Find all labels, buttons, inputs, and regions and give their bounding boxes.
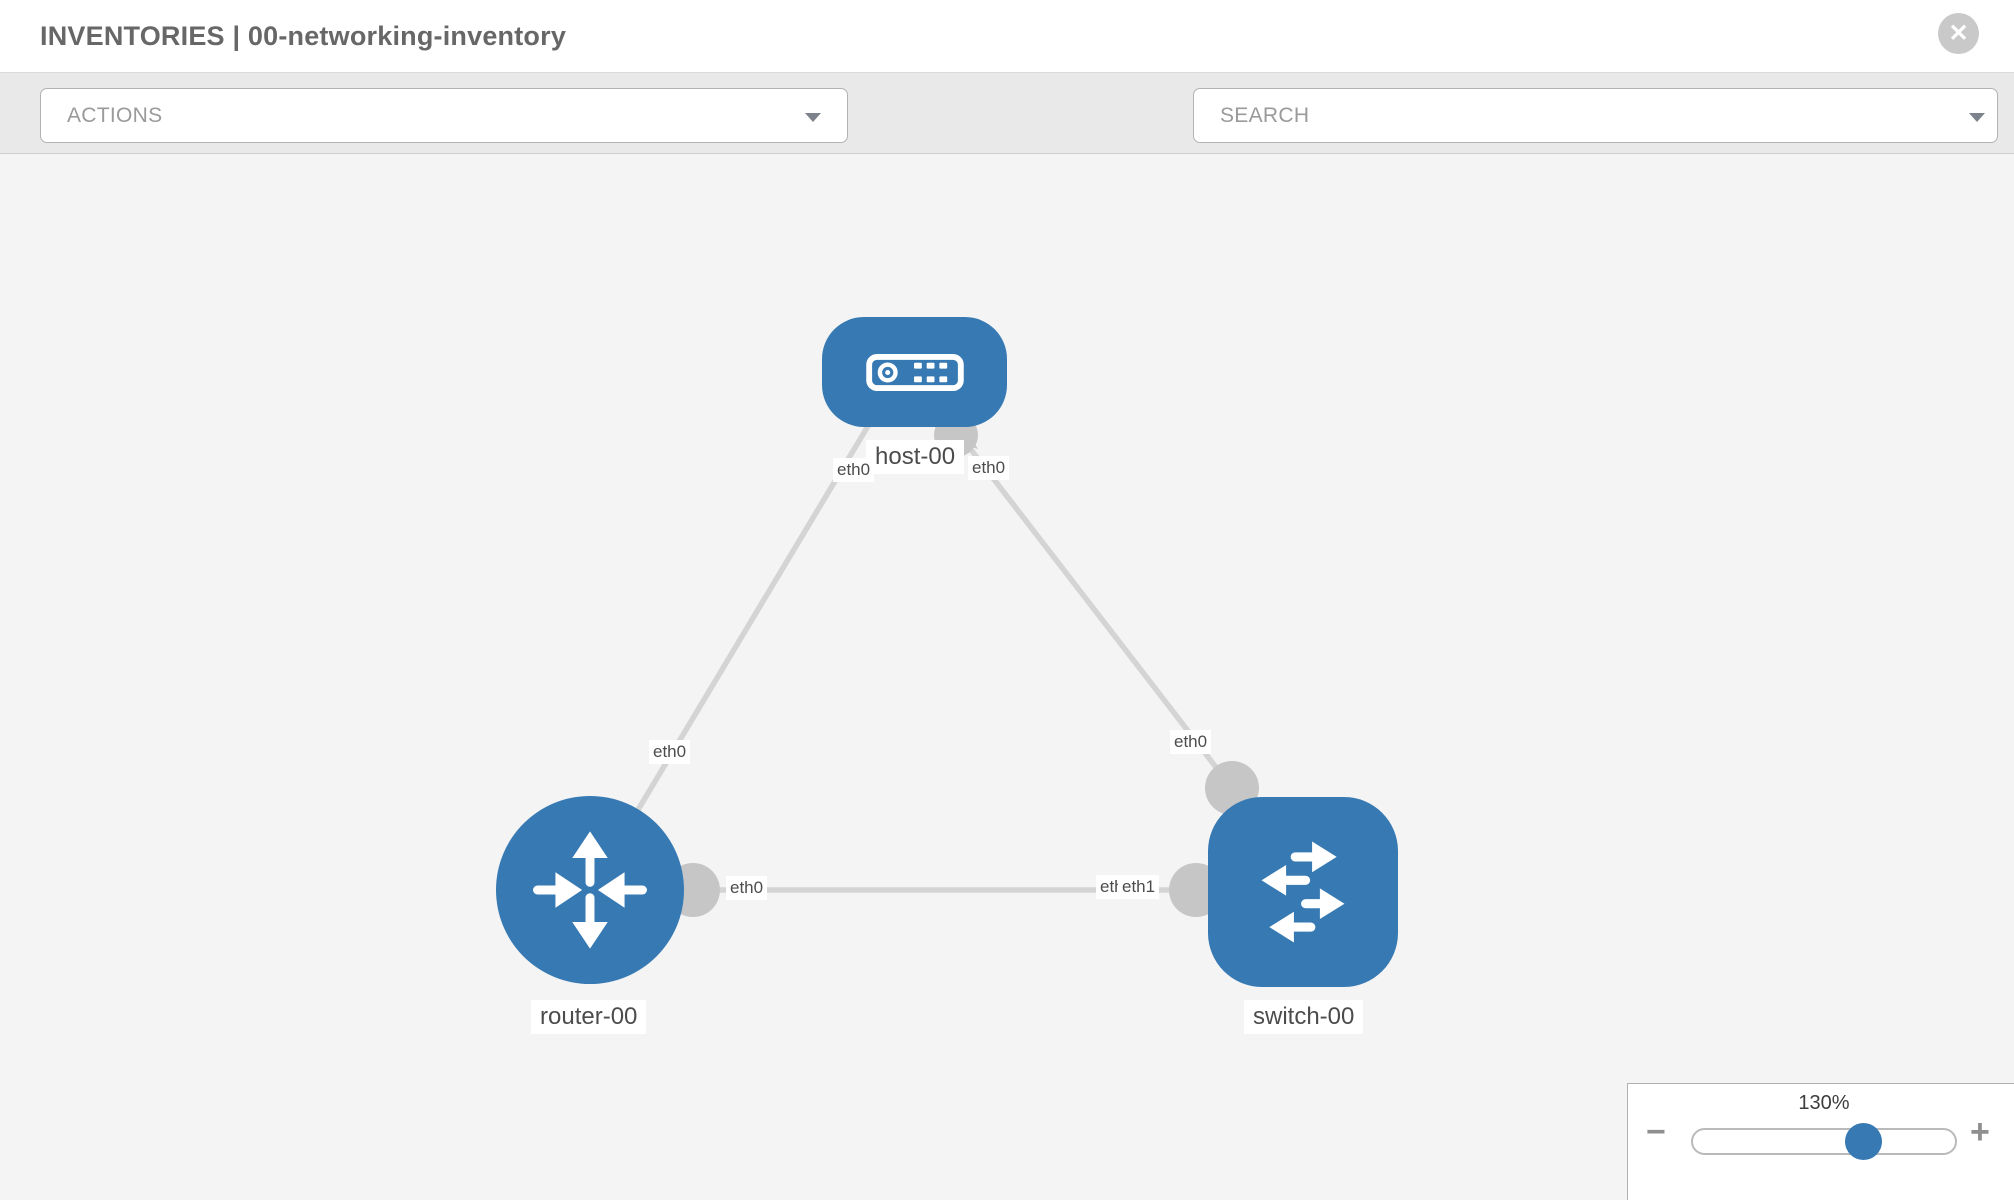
router-icon — [533, 831, 647, 949]
search-dropdown[interactable]: SEARCH — [1193, 88, 1998, 143]
host-icon — [866, 353, 964, 392]
switch-icon — [1261, 841, 1345, 943]
interface-label-switch-to-host: eth0 — [1170, 730, 1212, 754]
topology-canvas[interactable]: host-00 router-00 switch-00 eth0 eth0 et… — [0, 154, 2014, 1200]
interface-label-router-to-switch: eth0 — [726, 876, 768, 900]
zoom-level: 130% — [1798, 1092, 1850, 1114]
page-title: INVENTORIES | 00-networking-inventory — [40, 21, 567, 51]
close-glyph: ✕ — [1948, 20, 1969, 47]
node-switch-00[interactable] — [1208, 797, 1398, 987]
zoom-control-panel: 130% − + — [1627, 1083, 2014, 1200]
zoom-slider-handle[interactable] — [1845, 1123, 1882, 1160]
links-layer — [587, 401, 1303, 917]
interface-label-router-to-host: eth0 — [649, 740, 691, 764]
chevron-down-icon — [805, 113, 821, 122]
search-placeholder: SEARCH — [1220, 104, 1310, 127]
node-label-switch: switch-00 — [1244, 1000, 1364, 1034]
header-bar: INVENTORIES | 00-networking-inventory ✕ — [0, 0, 2014, 73]
actions-dropdown-label: ACTIONS — [67, 104, 163, 127]
interface-label-host-left: eth0 — [833, 458, 875, 482]
zoom-in-button[interactable]: + — [1970, 1113, 1990, 1151]
interface-label-switch-eth1: eth1 — [1118, 875, 1160, 899]
node-router-00[interactable] — [496, 796, 684, 984]
close-icon[interactable]: ✕ — [1938, 13, 1979, 54]
node-label-host: host-00 — [866, 440, 965, 474]
interface-label-host-right: eth0 — [968, 456, 1010, 480]
node-host-00[interactable] — [822, 317, 1007, 427]
zoom-slider-track[interactable] — [1691, 1128, 1957, 1155]
chevron-down-icon — [1969, 113, 1985, 122]
toolbar: ACTIONS SEARCH — [0, 73, 2014, 208]
zoom-out-button[interactable]: − — [1646, 1113, 1666, 1151]
node-label-router: router-00 — [531, 1000, 647, 1034]
actions-dropdown[interactable]: ACTIONS — [40, 88, 848, 143]
